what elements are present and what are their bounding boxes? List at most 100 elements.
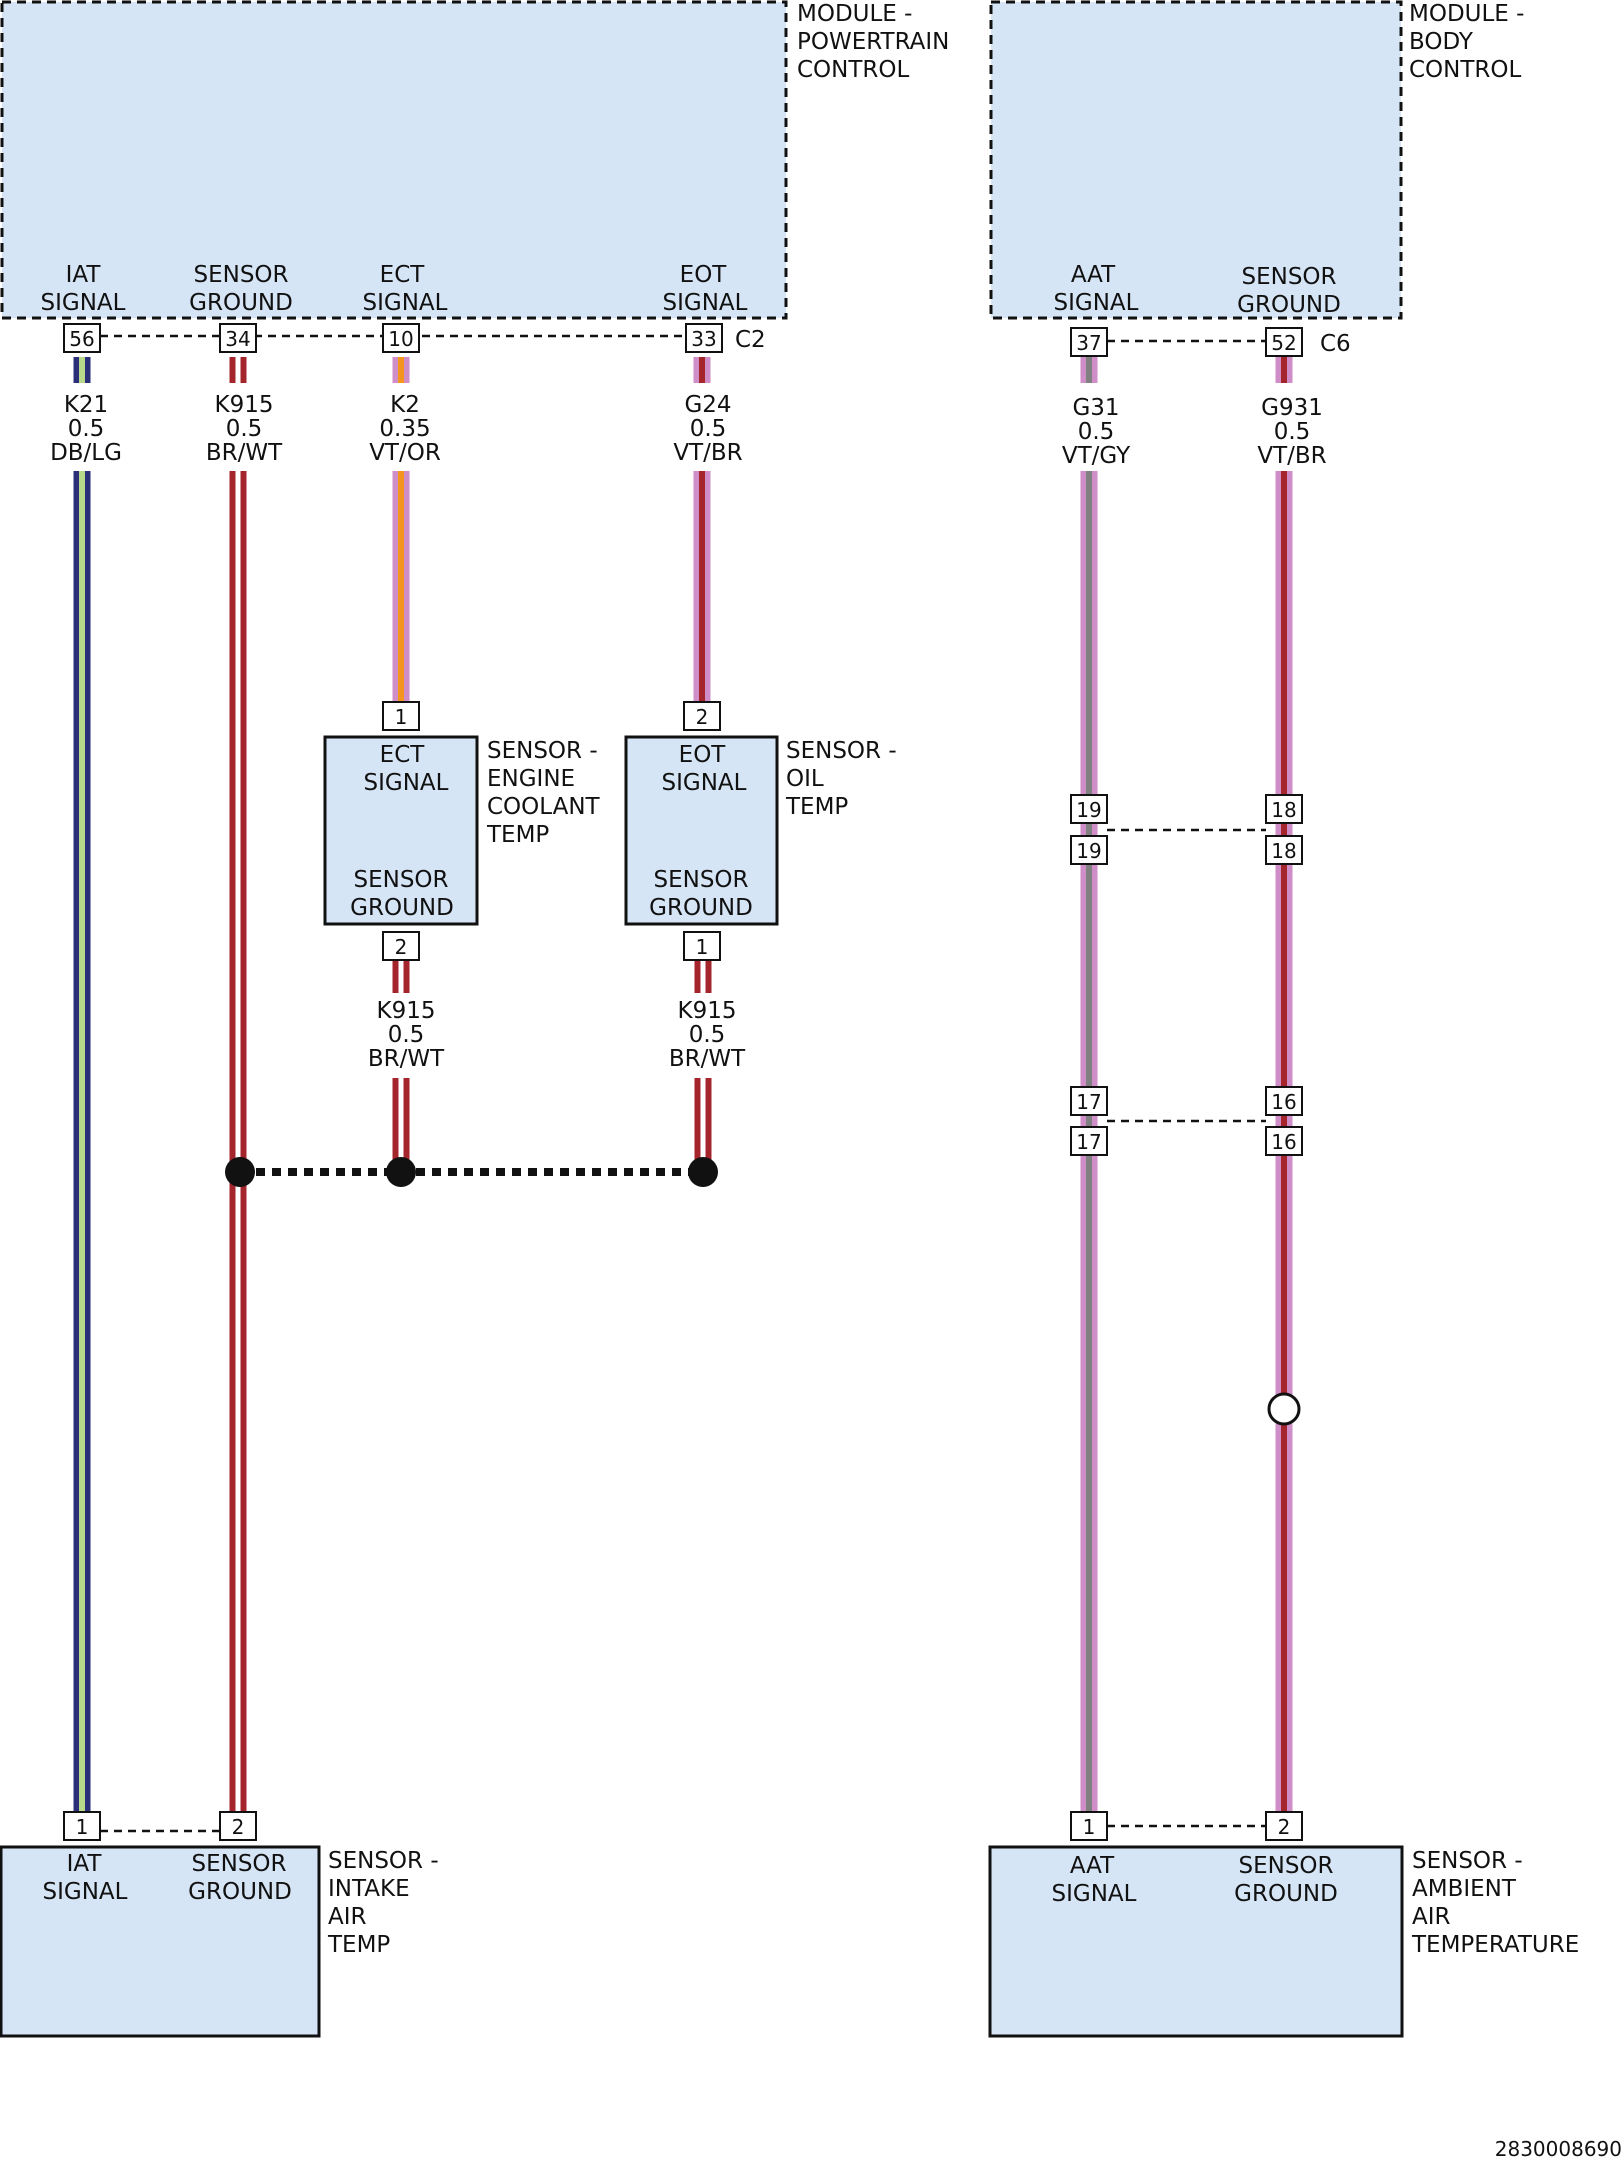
sensor-title: INTAKE bbox=[328, 1876, 410, 1902]
pin-label: SIGNAL bbox=[41, 290, 126, 316]
sensor-title: AIR bbox=[328, 1904, 367, 1930]
pin-label: SENSOR bbox=[1241, 264, 1336, 290]
pin-label: IAT bbox=[66, 262, 102, 288]
pcm-title-1: MODULE - bbox=[797, 1, 912, 27]
sensor-pin-label: SENSOR bbox=[353, 867, 448, 893]
sensor-pin-label: SIGNAL bbox=[662, 770, 747, 796]
pin-number: 1 bbox=[76, 1815, 89, 1839]
sensor-title: SENSOR - bbox=[487, 738, 598, 764]
pin-label: ECT bbox=[380, 262, 426, 288]
pin-number: 18 bbox=[1271, 839, 1296, 863]
figure-id: 2830008690 bbox=[1495, 2137, 1622, 2161]
sensor-title: COOLANT bbox=[487, 794, 601, 820]
sensor-pin-label: GROUND bbox=[350, 895, 454, 921]
svg-text:BR/WT: BR/WT bbox=[669, 1046, 746, 1072]
sensor-title: ENGINE bbox=[487, 766, 575, 792]
pin-number: 2 bbox=[395, 935, 408, 959]
sensor-title: OIL bbox=[786, 766, 824, 792]
sensor-pin-label: SIGNAL bbox=[364, 770, 449, 796]
ground-splice bbox=[225, 1157, 718, 1187]
splice-dot bbox=[225, 1157, 255, 1187]
pin-number: 56 bbox=[69, 327, 94, 351]
wire-label-g31: G31 0.5 VT/GY bbox=[1062, 395, 1131, 469]
sensor-pin-label: SIGNAL bbox=[1052, 1881, 1137, 1907]
connector-id: C6 bbox=[1320, 331, 1351, 357]
module-powertrain-control: MODULE - POWERTRAIN CONTROL IAT SIGNAL S… bbox=[0, 0, 949, 320]
pin-label: GROUND bbox=[1237, 292, 1341, 318]
connector-id: C2 bbox=[735, 327, 766, 353]
pin-label: EOT bbox=[680, 262, 728, 288]
svg-text:VT/GY: VT/GY bbox=[1062, 443, 1131, 469]
svg-text:0.5: 0.5 bbox=[1078, 419, 1115, 445]
pin-number: 18 bbox=[1271, 798, 1296, 822]
pin-label: GROUND bbox=[189, 290, 293, 316]
sensor-pin-label: AAT bbox=[1070, 1853, 1115, 1879]
wire-label-k915: K915 0.5 BR/WT bbox=[206, 392, 283, 466]
connector-c6: 37 52 C6 bbox=[1070, 327, 1351, 357]
inline-connector-1: 19 18 19 18 bbox=[1070, 794, 1303, 865]
sensor-engine-coolant-temp: 1 ECT SIGNAL SENSOR GROUND 2 SENSOR - EN… bbox=[323, 701, 601, 961]
pin-number: 2 bbox=[696, 705, 709, 729]
wire-label-g24: G24 0.5 VT/BR bbox=[673, 392, 742, 466]
sensor-title: TEMP bbox=[785, 794, 848, 820]
shield-ground-point bbox=[1267, 1392, 1301, 1426]
pin-number: 37 bbox=[1076, 331, 1101, 355]
pin-number: 16 bbox=[1271, 1130, 1296, 1154]
svg-text:0.5: 0.5 bbox=[388, 1022, 425, 1048]
pin-number: 17 bbox=[1076, 1130, 1101, 1154]
pin-label: AAT bbox=[1071, 262, 1116, 288]
sensor-intake-air-temp: 1 2 IAT SIGNAL SENSOR GROUND SENSOR - IN… bbox=[0, 1811, 439, 2038]
pin-number: 34 bbox=[225, 327, 250, 351]
svg-text:0.5: 0.5 bbox=[690, 416, 727, 442]
pin-number: 52 bbox=[1271, 331, 1296, 355]
sensor-title: AIR bbox=[1412, 1904, 1451, 1930]
sensor-pin-label: SENSOR bbox=[1238, 1853, 1333, 1879]
pin-number: 33 bbox=[691, 327, 716, 351]
svg-text:K915: K915 bbox=[678, 998, 737, 1024]
sensor-title: TEMP bbox=[327, 1932, 390, 1958]
sensor-ambient-air-temperature: 1 2 AAT SIGNAL SENSOR GROUND SENSOR - AM… bbox=[988, 1811, 1579, 2038]
pin-number: 2 bbox=[1278, 1815, 1291, 1839]
svg-text:VT/BR: VT/BR bbox=[673, 440, 742, 466]
sensor-title: TEMPERATURE bbox=[1411, 1932, 1579, 1958]
sensor-title: SENSOR - bbox=[1412, 1848, 1523, 1874]
pin-label: SIGNAL bbox=[363, 290, 448, 316]
svg-text:G931: G931 bbox=[1261, 395, 1323, 421]
svg-text:0.5: 0.5 bbox=[1274, 419, 1311, 445]
sensor-pin-label: SIGNAL bbox=[43, 1879, 128, 1905]
pin-number: 19 bbox=[1076, 798, 1101, 822]
pin-number: 1 bbox=[696, 935, 709, 959]
wire-label-k915-ect: K915 0.5 BR/WT bbox=[368, 998, 445, 1072]
svg-text:0.5: 0.5 bbox=[226, 416, 263, 442]
pcm-title-2: POWERTRAIN bbox=[797, 29, 949, 55]
sensor-title: AMBIENT bbox=[1412, 1876, 1517, 1902]
pcm-title-3: CONTROL bbox=[797, 57, 910, 83]
svg-text:BR/WT: BR/WT bbox=[368, 1046, 445, 1072]
sensor-pin-label: GROUND bbox=[1234, 1881, 1338, 1907]
sensor-pin-label: GROUND bbox=[649, 895, 753, 921]
svg-text:DB/LG: DB/LG bbox=[50, 440, 122, 466]
pin-label: SIGNAL bbox=[663, 290, 748, 316]
svg-text:G31: G31 bbox=[1072, 395, 1119, 421]
splice-dot bbox=[386, 1157, 416, 1187]
pin-number: 10 bbox=[388, 327, 413, 351]
pin-number: 1 bbox=[1083, 1815, 1096, 1839]
sensor-pin-label: EOT bbox=[679, 742, 727, 768]
sensor-pin-label: ECT bbox=[380, 742, 426, 768]
inline-connector-2: 17 16 17 16 bbox=[1070, 1086, 1303, 1156]
pin-number: 17 bbox=[1076, 1090, 1101, 1114]
module-body-control: MODULE - BODY CONTROL AAT SIGNAL SENSOR … bbox=[989, 0, 1524, 320]
sensor-oil-temp: 2 EOT SIGNAL SENSOR GROUND 1 SENSOR - OI… bbox=[624, 701, 897, 961]
svg-text:K915: K915 bbox=[215, 392, 274, 418]
bcm-title-1: MODULE - bbox=[1409, 1, 1524, 27]
wire-label-k915-eot: K915 0.5 BR/WT bbox=[669, 998, 746, 1072]
connector-c2: 56 34 10 33 C2 bbox=[63, 323, 766, 353]
svg-text:K2: K2 bbox=[390, 392, 420, 418]
sensor-pin-label: GROUND bbox=[188, 1879, 292, 1905]
pin-number: 19 bbox=[1076, 839, 1101, 863]
svg-text:0.35: 0.35 bbox=[379, 416, 430, 442]
sensor-pin-label: SENSOR bbox=[191, 1851, 286, 1877]
svg-text:K915: K915 bbox=[377, 998, 436, 1024]
sensor-title: SENSOR - bbox=[786, 738, 897, 764]
pin-number: 1 bbox=[395, 705, 408, 729]
